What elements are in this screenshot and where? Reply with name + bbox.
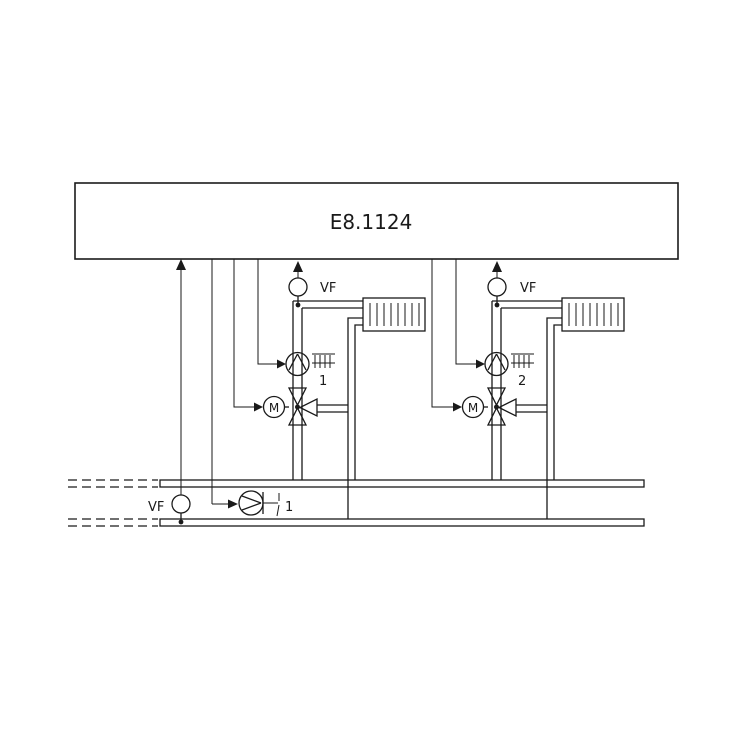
motor-2-control-line xyxy=(431,259,455,408)
pump-2-number: 2 xyxy=(518,374,526,389)
pump-1-radiator-symbol-icon xyxy=(312,353,335,368)
flow-sensor-1-arrow-icon xyxy=(293,261,303,272)
main-flow-sensor: VF xyxy=(148,259,191,525)
main-sensor-label: VF xyxy=(148,500,164,515)
return-pipe xyxy=(159,518,645,527)
pump-2-radiator-symbol-icon xyxy=(511,353,534,368)
controller-unit: E8.1124 xyxy=(74,182,679,260)
pump-1-number: 1 xyxy=(319,374,327,389)
mixing-valve-2-icon xyxy=(486,387,517,426)
svg-text:M: M xyxy=(269,401,279,415)
motor-1-icon: M xyxy=(262,395,289,419)
motor-2-icon: M xyxy=(461,395,488,419)
flow-sensor-2-arrow-icon xyxy=(492,261,502,272)
radiator-1-icon xyxy=(362,297,426,332)
flow-sensor-1: VF xyxy=(288,261,336,308)
flow-sensor-2: VF xyxy=(487,261,536,308)
supply-pipe xyxy=(159,479,645,488)
svg-text:M: M xyxy=(468,401,478,415)
main-pump-number: 1 xyxy=(285,500,293,515)
main-pump: 1 xyxy=(211,259,293,517)
main-pump-switch-icon xyxy=(276,493,280,517)
pump-1-control-line xyxy=(257,259,279,365)
heating-circuit-2: M 2 VF xyxy=(431,259,625,519)
flow-sensor-1-label: VF xyxy=(320,281,336,296)
controller-label: E8.1124 xyxy=(330,210,413,234)
flow-sensor-2-label: VF xyxy=(520,281,536,296)
circuit-pump-1-icon xyxy=(285,351,310,377)
mixing-valve-1-icon xyxy=(287,387,318,426)
pump-2-control-line xyxy=(455,259,478,365)
motor-1-control-line xyxy=(233,259,256,408)
main-sensor-arrow-icon xyxy=(176,259,186,270)
main-pipes xyxy=(68,479,645,527)
circuit-pump-2-icon xyxy=(484,351,509,377)
heating-circuit-1: M 1 VF xyxy=(233,259,426,519)
radiator-2-icon xyxy=(561,297,625,332)
